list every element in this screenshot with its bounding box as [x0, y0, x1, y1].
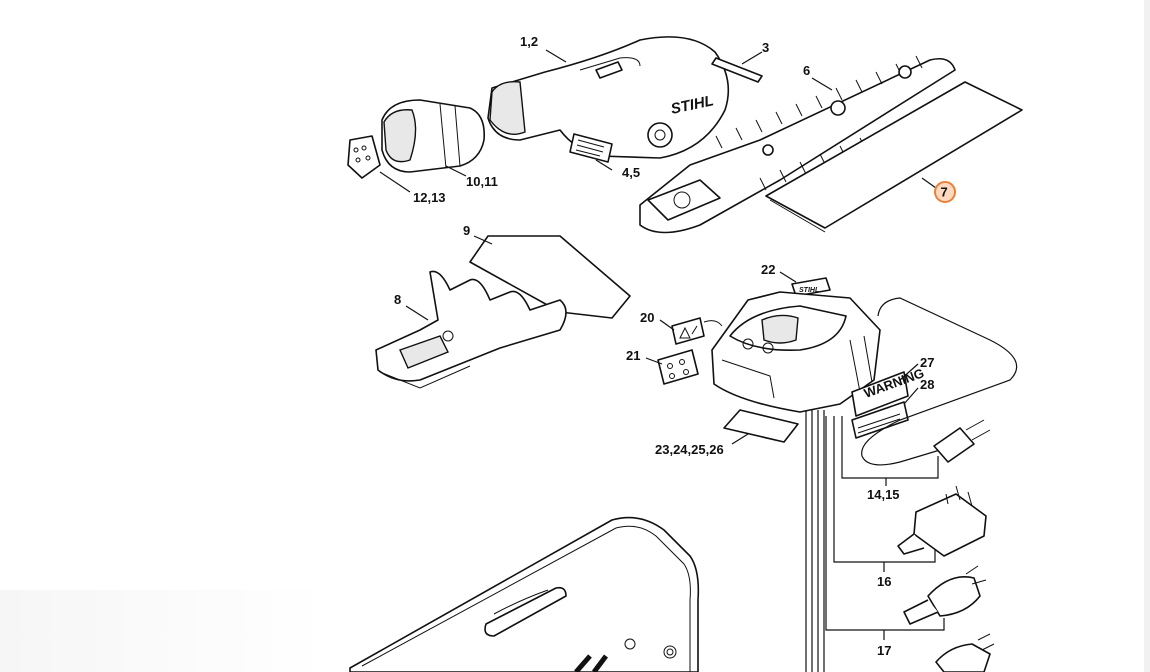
uk-plug-part[interactable]	[897, 485, 987, 557]
callout-10-11: 10,11	[466, 174, 498, 189]
callout-27: 27	[920, 355, 934, 370]
callout-23-24-25-26: 23,24,25,26	[655, 442, 724, 457]
callout-28: 28	[920, 377, 934, 392]
callout-8: 8	[394, 292, 401, 307]
handle-unit-part[interactable]: STIHL	[487, 36, 730, 159]
scrollbar-track[interactable]	[1144, 0, 1150, 672]
battery-cover-part[interactable]	[347, 135, 381, 179]
charger-part[interactable]	[711, 291, 881, 413]
callout-4-5: 4,5	[622, 165, 640, 180]
callout-7-highlight[interactable]: 7	[934, 181, 956, 203]
callout-9: 9	[463, 223, 470, 238]
plug-bracket-lines	[805, 410, 945, 672]
us-plug-part[interactable]	[935, 633, 995, 672]
callout-12-13: 12,13	[413, 190, 446, 205]
brand-label-text: STIHL	[799, 287, 819, 294]
callout-6: 6	[803, 63, 810, 78]
callout-1-2: 1,2	[520, 34, 538, 49]
symbol-label-part[interactable]	[657, 349, 699, 385]
blade-strip-part[interactable]	[711, 57, 763, 83]
callout-22: 22	[761, 262, 775, 277]
charger-base-label-part[interactable]	[723, 409, 799, 443]
callout-7: 7	[941, 185, 948, 200]
warning-label-part[interactable]	[671, 317, 723, 345]
rating-plate-part[interactable]	[569, 133, 613, 163]
blade-guard-part[interactable]	[765, 81, 1023, 233]
brand-label-part[interactable]: STIHL	[791, 277, 831, 297]
callout-14-15: 14,15	[867, 487, 900, 502]
leader-lines	[379, 49, 937, 445]
shrub-blade-part[interactable]	[375, 270, 567, 389]
callout-21: 21	[626, 348, 640, 363]
au-plug-part[interactable]	[903, 565, 987, 625]
eu-plug-part[interactable]	[933, 419, 991, 463]
callout-17: 17	[877, 643, 891, 658]
callout-16: 16	[877, 574, 891, 589]
bottom-left-fade	[0, 590, 330, 672]
carry-case-part[interactable]	[349, 516, 700, 672]
callout-3: 3	[762, 40, 769, 55]
battery-pack-part[interactable]	[381, 99, 486, 173]
callout-20: 20	[640, 310, 654, 325]
charger-cable	[861, 297, 1018, 466]
